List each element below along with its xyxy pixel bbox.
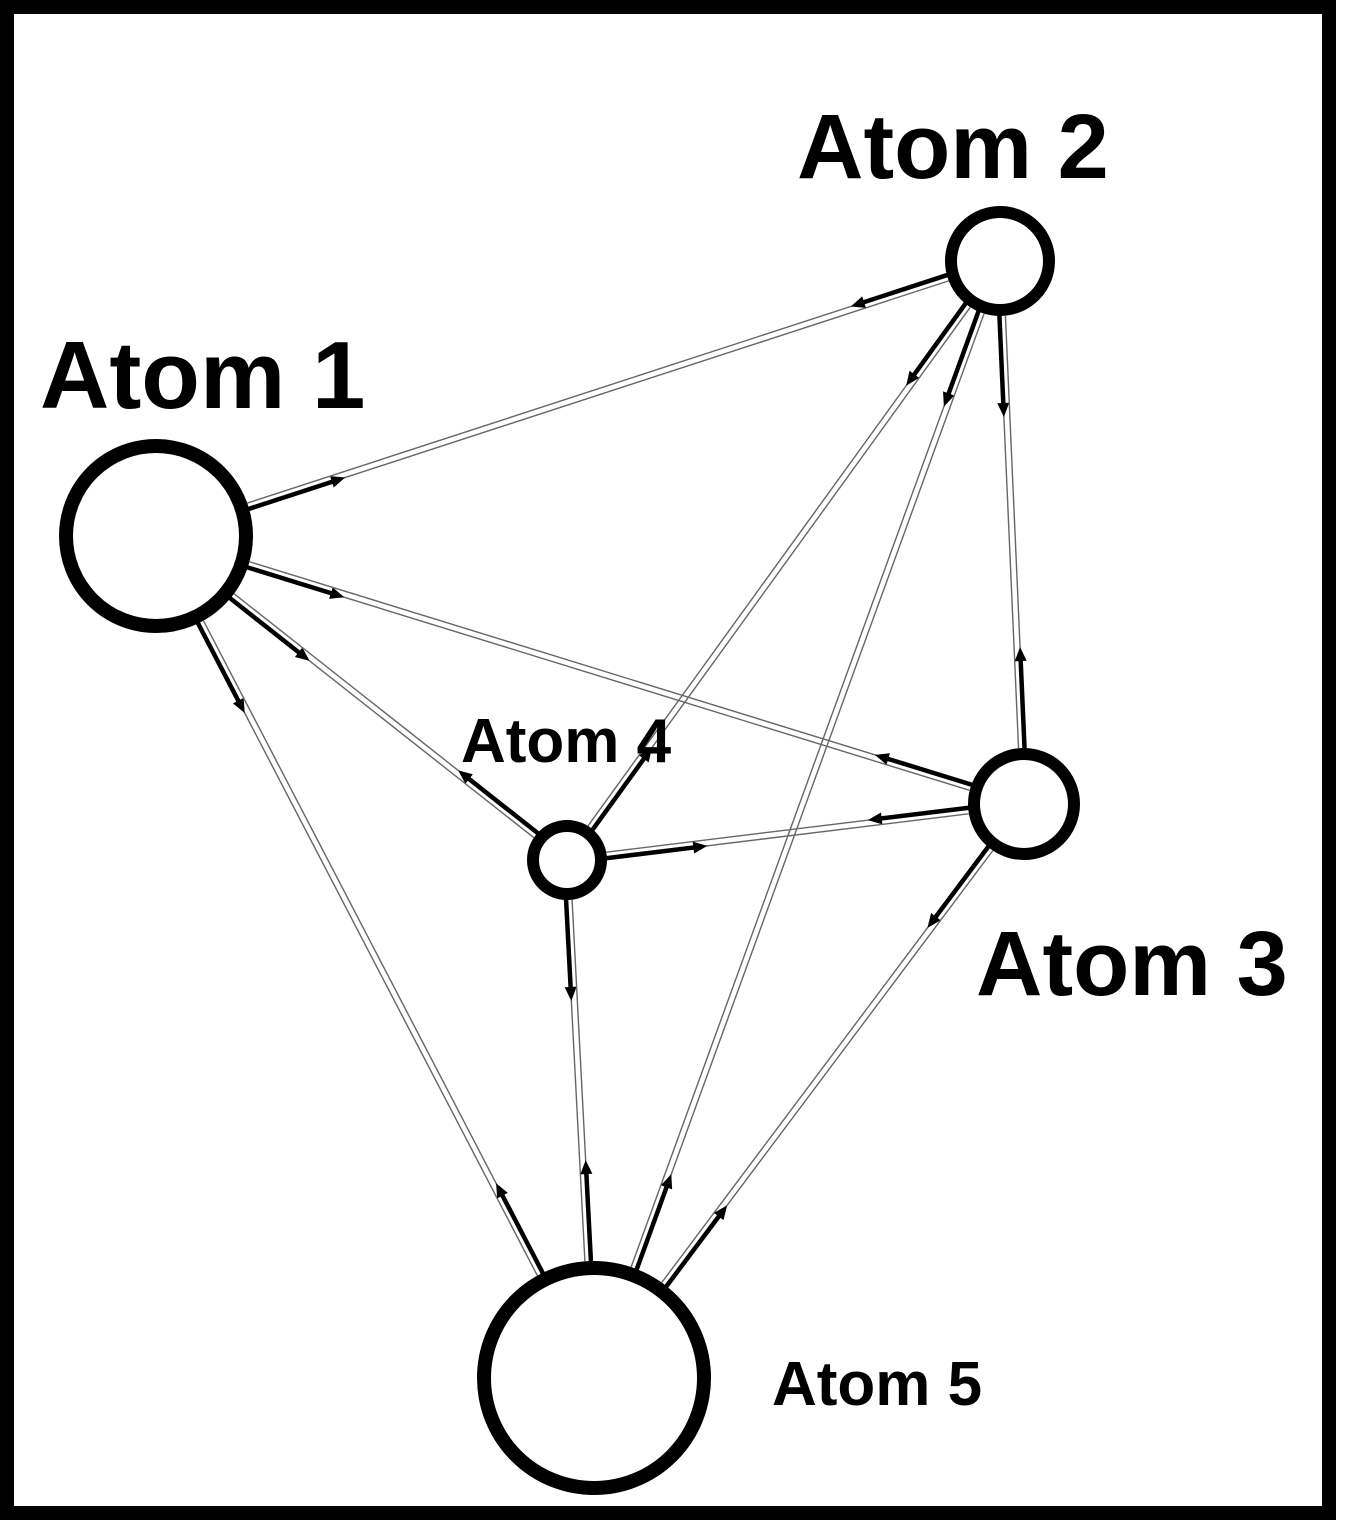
- edge-n2-n4: [587, 301, 968, 827]
- edge-stub: [854, 272, 950, 307]
- node-label: Atom 5: [772, 1350, 982, 1419]
- edge-arrowhead: [1014, 647, 1027, 662]
- edge-arrowhead: [330, 476, 346, 488]
- edge-line: [630, 311, 980, 1268]
- node-circle: [968, 748, 1080, 860]
- edge-line: [202, 620, 544, 1274]
- edge-n2-n1: [247, 272, 950, 504]
- edge-line: [249, 561, 972, 786]
- edge-stub: [928, 844, 991, 926]
- edge-stub: [246, 477, 342, 512]
- edge-n5-n2: [634, 313, 985, 1272]
- edge-n1-n2: [246, 280, 949, 512]
- edge-stub: [460, 771, 540, 836]
- edge-arrowhead: [874, 753, 891, 765]
- edge-line: [197, 623, 538, 1276]
- edge-stub: [997, 313, 1006, 414]
- edge-stub: [245, 565, 341, 598]
- edges-layer: [195, 272, 1027, 1289]
- edge-stub: [563, 897, 574, 998]
- edge-n3-n5: [661, 844, 991, 1283]
- edge-arrowhead: [692, 841, 708, 854]
- edge-arrowhead: [232, 697, 245, 714]
- edge-arrowhead: [906, 370, 920, 386]
- edge-stub: [634, 1177, 672, 1272]
- node-circle: [59, 439, 253, 633]
- edge-n3-n2: [1004, 315, 1027, 751]
- edge-stub: [583, 1163, 594, 1264]
- node-circle: [527, 820, 607, 900]
- edge-arrowhead: [458, 770, 473, 784]
- edge-arrowhead: [713, 1205, 728, 1221]
- edge-n1-n4: [228, 596, 535, 839]
- edge-stub: [604, 844, 704, 861]
- edge-n5-n3: [664, 850, 994, 1289]
- edge-n4-n5: [563, 897, 586, 1262]
- edge-line: [587, 303, 966, 827]
- node-label: Atom 2: [797, 96, 1109, 198]
- edge-arrowhead: [564, 986, 577, 1001]
- nodes-layer: Atom 1 Atom 2 Atom 3 Atom 4 Atom 5: [40, 96, 1288, 1495]
- edge-n4-n1: [233, 593, 540, 836]
- edge-stub: [907, 301, 968, 384]
- edge-arrowhead: [294, 647, 310, 661]
- edge-stub: [195, 621, 245, 710]
- edge-arrowhead: [867, 812, 883, 825]
- edge-stub: [496, 1186, 545, 1276]
- edge-arrowhead: [927, 913, 941, 928]
- node-n3: Atom 3: [968, 748, 1288, 1015]
- edge-arrowhead: [580, 1160, 593, 1175]
- edge-arrowhead: [943, 391, 955, 407]
- edge-line: [248, 280, 949, 510]
- node-n4: Atom 4: [461, 707, 672, 900]
- edge-arrowhead: [496, 1183, 508, 1199]
- edge-stub: [871, 805, 971, 822]
- edge-n2-n3: [997, 313, 1020, 749]
- edge-arrowhead: [329, 587, 345, 599]
- edge-n3-n1: [249, 561, 974, 787]
- node-label: Atom 4: [461, 707, 672, 776]
- edge-arrowhead: [997, 402, 1010, 417]
- node-circle: [945, 206, 1055, 316]
- edge-stub: [228, 596, 308, 660]
- node-circle: [477, 1261, 711, 1495]
- node-n5: Atom 5: [477, 1261, 982, 1495]
- edge-n4-n2: [590, 306, 971, 832]
- edge-stub: [1018, 650, 1027, 751]
- edge-arrowhead: [850, 296, 866, 308]
- edge-n4-n3: [604, 813, 969, 861]
- edge-arrowhead: [660, 1174, 673, 1190]
- edge-line: [247, 566, 970, 792]
- edge-arrowhead: [638, 747, 653, 763]
- edge-stub: [664, 1207, 726, 1289]
- edge-n5-n1: [202, 620, 545, 1276]
- edge-n5-n4: [571, 899, 594, 1264]
- edge-line: [247, 274, 947, 504]
- edge-stub: [590, 750, 651, 832]
- node-n2: Atom 2: [797, 96, 1109, 316]
- edge-stub: [878, 754, 974, 787]
- edge-n1-n5: [195, 621, 538, 1276]
- node-label: Atom 3: [976, 913, 1288, 1015]
- edge-stub: [943, 309, 981, 404]
- edge-n2-n5: [630, 309, 981, 1268]
- edge-n3-n4: [606, 805, 971, 853]
- edge-line: [592, 306, 971, 830]
- edge-n1-n3: [245, 565, 970, 792]
- edge-line: [636, 313, 985, 1270]
- node-label: Atom 1: [40, 322, 365, 429]
- node-n1: Atom 1: [40, 322, 365, 633]
